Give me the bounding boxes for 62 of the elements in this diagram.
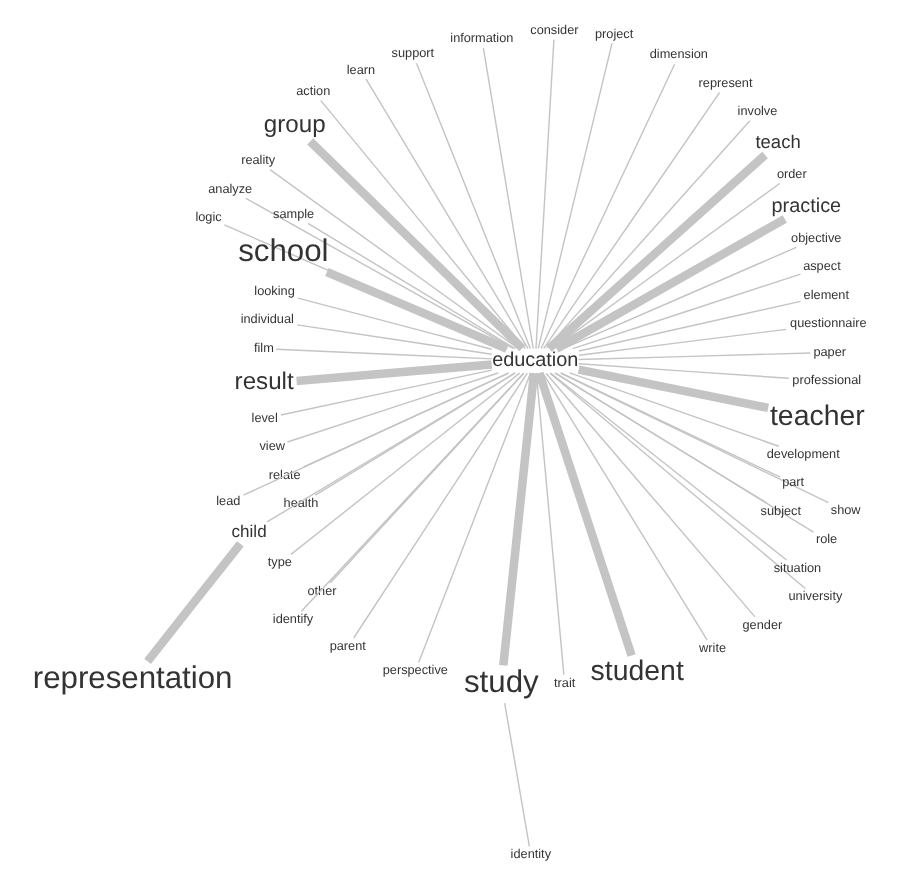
connector <box>280 369 493 416</box>
connector <box>499 372 539 666</box>
connector <box>290 372 521 556</box>
connector <box>569 372 780 447</box>
connector <box>269 169 520 350</box>
connector <box>503 702 531 847</box>
node-text: education <box>492 350 579 373</box>
connector <box>542 372 708 641</box>
connector <box>537 42 613 350</box>
connector <box>329 372 525 584</box>
node-text: group <box>263 110 326 139</box>
connector <box>319 99 526 350</box>
connector <box>550 372 788 561</box>
node-text: result <box>234 367 294 396</box>
connector <box>307 138 526 352</box>
connector <box>535 372 565 676</box>
connector <box>545 119 751 349</box>
connector <box>314 372 516 496</box>
connector <box>297 297 493 350</box>
connector <box>266 372 516 523</box>
connector <box>554 372 815 533</box>
node-text: teacher <box>769 400 865 433</box>
connector <box>554 215 787 353</box>
connector <box>540 63 676 350</box>
connector <box>578 300 802 352</box>
connector <box>365 78 529 350</box>
connector <box>307 222 516 350</box>
connector <box>577 365 769 413</box>
node-text: teach <box>755 132 801 153</box>
node-text: representation <box>32 662 233 697</box>
connector <box>554 372 768 504</box>
connector <box>296 360 493 386</box>
node-text: school <box>238 235 329 270</box>
connector <box>144 541 244 664</box>
connector <box>542 91 721 350</box>
connector <box>546 151 768 352</box>
connector <box>560 372 781 478</box>
connector <box>549 372 806 590</box>
connector <box>325 268 509 353</box>
connector <box>535 371 636 657</box>
connector <box>296 324 493 355</box>
connector <box>275 348 493 360</box>
connector <box>559 372 830 504</box>
connector <box>578 363 790 379</box>
connector <box>562 246 797 350</box>
connector <box>545 372 756 618</box>
connector <box>535 39 555 350</box>
connector <box>415 62 532 350</box>
node-text: practice <box>771 195 842 218</box>
connector <box>482 47 534 350</box>
connector <box>417 372 532 664</box>
connector <box>578 352 811 361</box>
connector <box>578 328 787 356</box>
connector <box>300 372 525 612</box>
connector <box>245 197 515 350</box>
connector <box>286 372 499 443</box>
node-text: student <box>590 655 684 688</box>
node-text: child <box>231 521 267 542</box>
connector <box>242 372 510 496</box>
node-text: study <box>464 666 539 701</box>
connector <box>352 372 528 639</box>
connector <box>572 273 802 350</box>
